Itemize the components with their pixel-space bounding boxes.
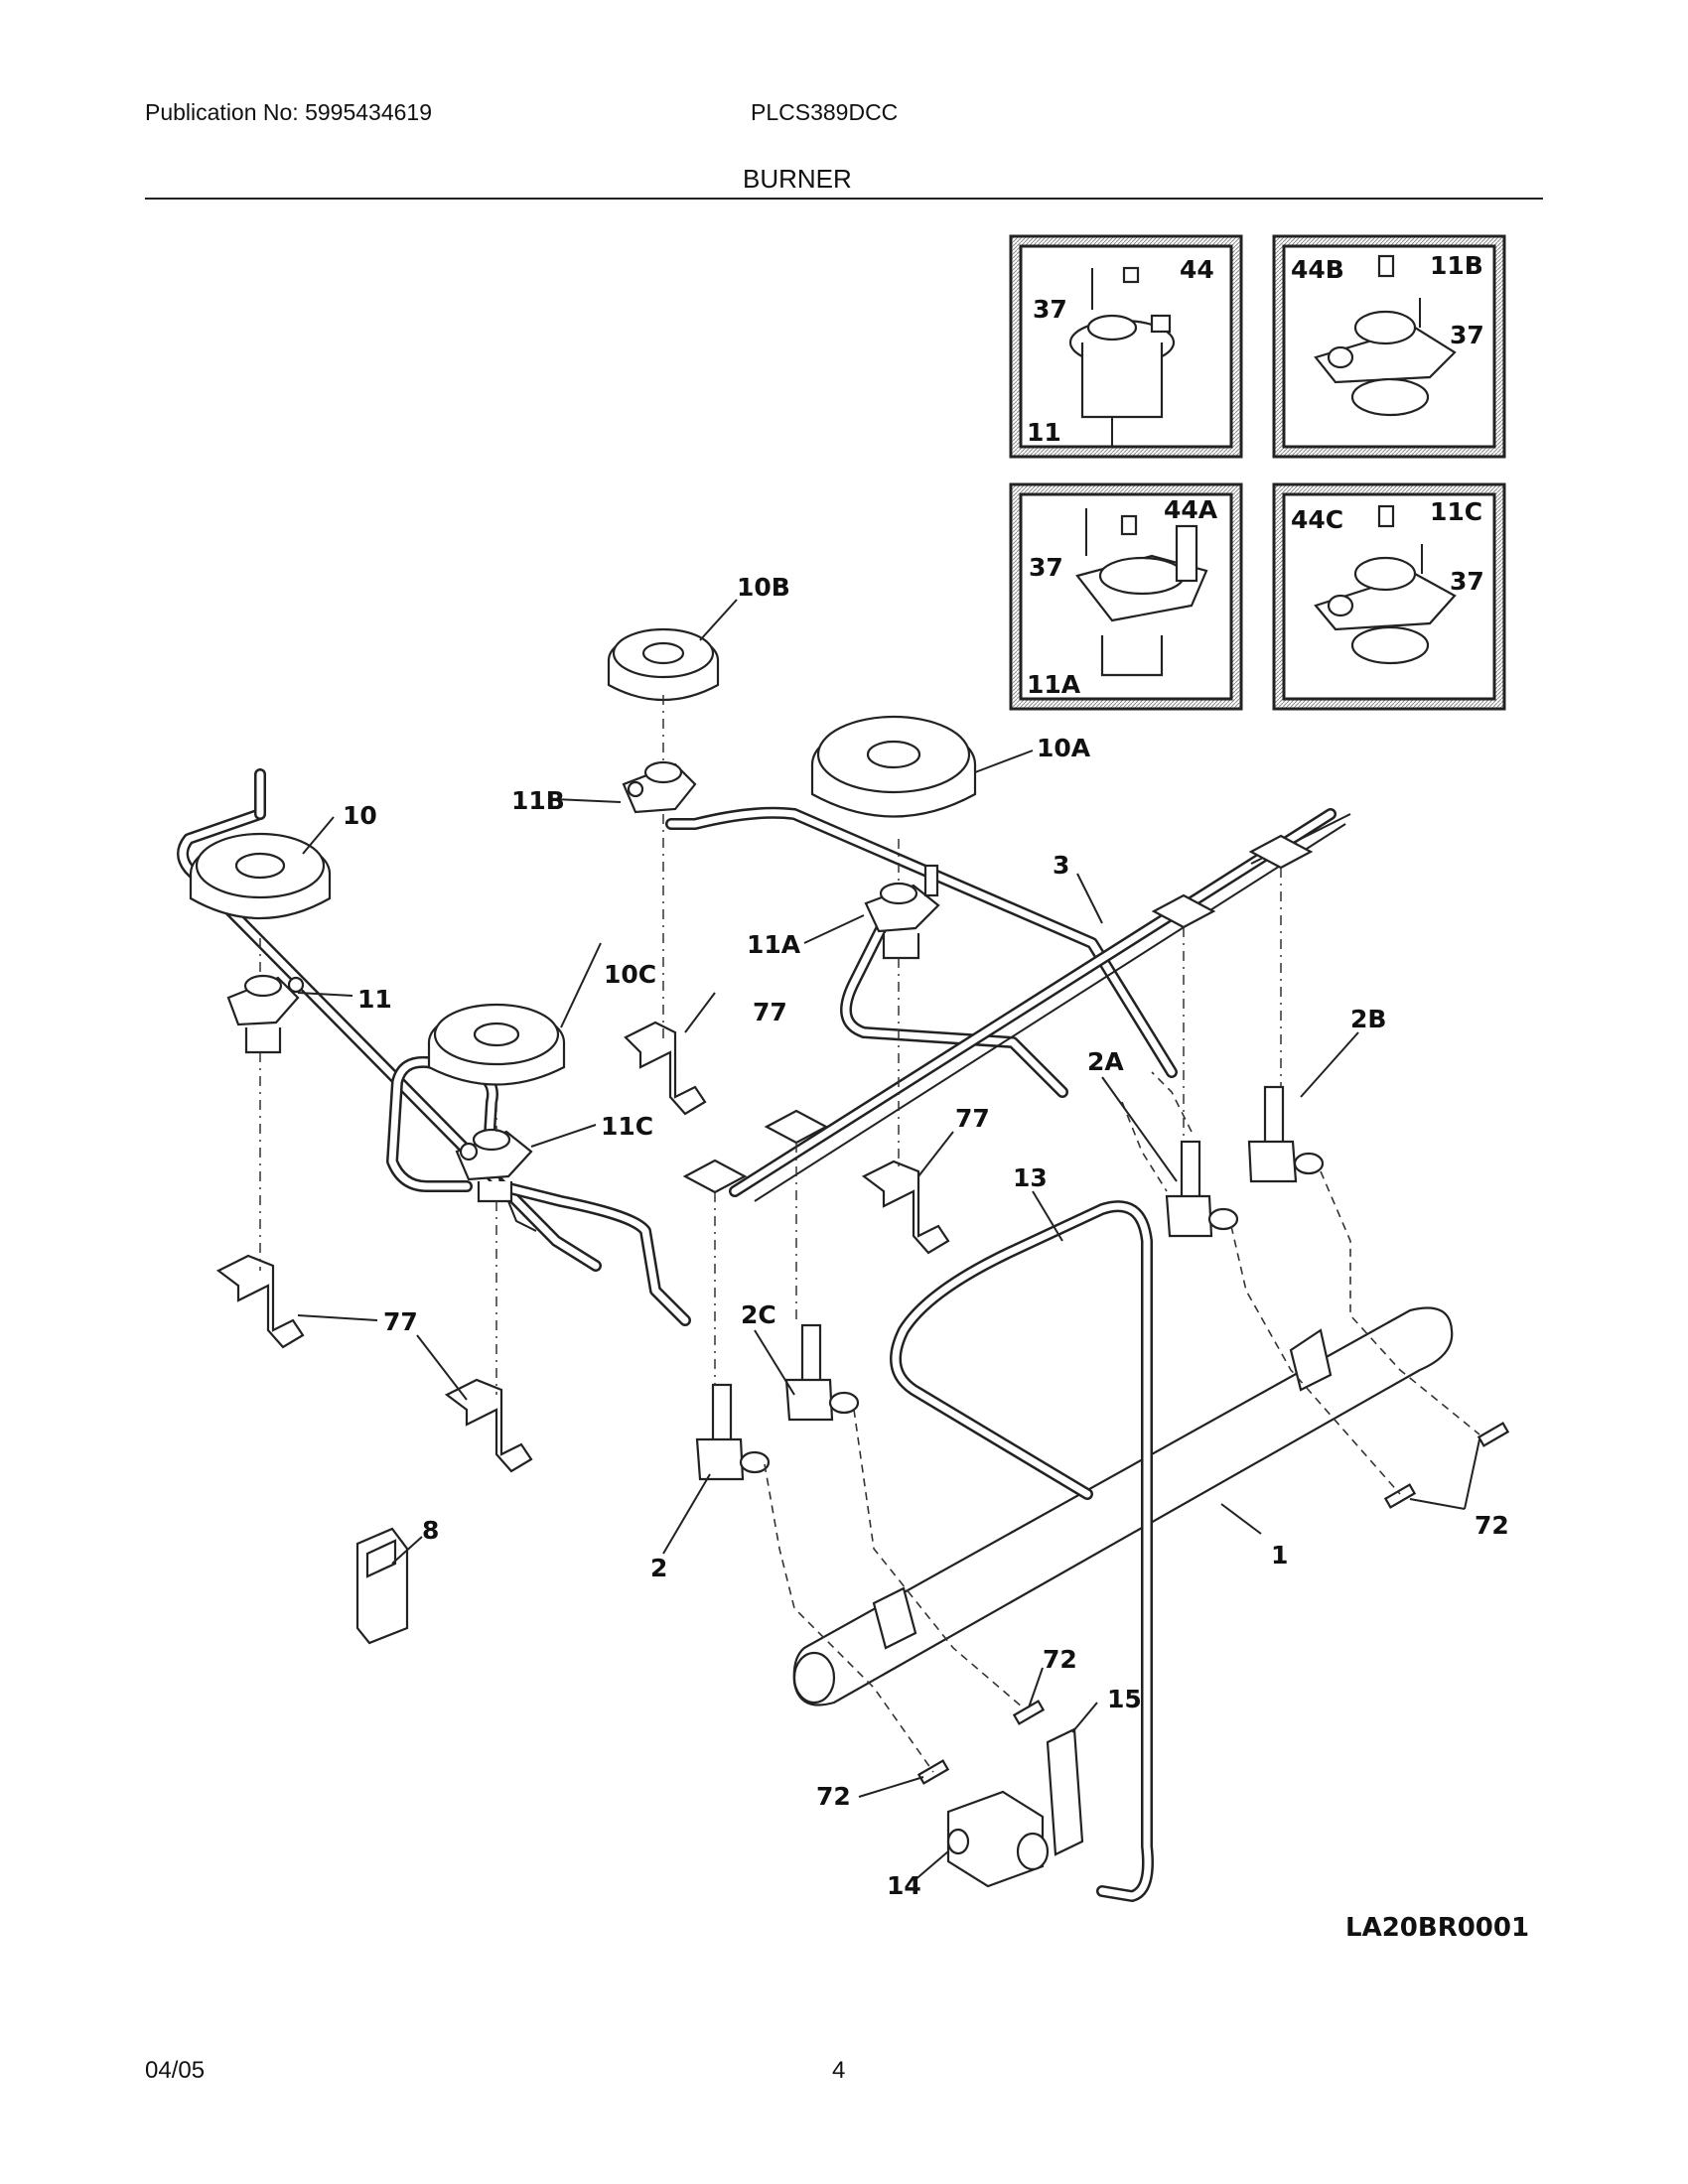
callout-2a: 2A: [1087, 1047, 1124, 1076]
valve-2a: [1165, 1140, 1239, 1238]
callout-11a: 11A: [747, 930, 801, 959]
callout-10: 10: [343, 801, 377, 830]
callout-13: 13: [1013, 1163, 1048, 1192]
callout-10c: 10C: [604, 960, 656, 989]
diagram-code: LA20BR0001: [1345, 1913, 1529, 1943]
regulator-14: [946, 1790, 1050, 1888]
tube-clamps: [682, 834, 1314, 1194]
callout-77-a: 77: [753, 998, 787, 1026]
part-8: [355, 1527, 409, 1645]
burner-base-11: [226, 974, 305, 1054]
publication-number: Publication No: 5995434619: [145, 99, 433, 125]
callout-72-b: 72: [816, 1782, 851, 1811]
callout-11b: 11B: [511, 786, 565, 815]
inset-11c-label-11c: 11C: [1430, 497, 1482, 526]
callout-1: 1: [1271, 1541, 1288, 1570]
burner-base-11b: [622, 760, 697, 814]
callout-72-c: 72: [1475, 1511, 1509, 1540]
callout-2b: 2B: [1350, 1005, 1386, 1033]
callout-11c: 11C: [601, 1112, 653, 1141]
burner-head-10a: [810, 715, 977, 818]
callout-15: 15: [1107, 1685, 1142, 1713]
inset-11a-label-11a: 11A: [1027, 670, 1081, 699]
footer-page-number: 4: [832, 2057, 846, 2084]
callout-77-c: 77: [383, 1307, 418, 1336]
footer-date: 04/05: [145, 2057, 206, 2084]
bracket-15: [1046, 1727, 1084, 1856]
inset-11c-label-44c: 44C: [1291, 505, 1343, 534]
leader-lines: [297, 599, 1480, 1882]
inset-11b-label-37: 37: [1450, 321, 1484, 349]
inset-burner-11c: 44C 11C 37: [1272, 482, 1506, 711]
inset-11c-label-37: 37: [1450, 567, 1484, 596]
inset-burner-11: 44 37 11: [1009, 234, 1243, 459]
section-title: BURNER: [743, 164, 852, 194]
inset-11-label-37: 37: [1033, 295, 1067, 324]
brackets-77: [215, 1021, 950, 1473]
callout-10a: 10A: [1037, 734, 1091, 762]
valve-2c: [784, 1323, 860, 1422]
inset-11-label-44: 44: [1180, 255, 1214, 284]
callout-2: 2: [650, 1554, 667, 1582]
supply-tube-13: [890, 1200, 1154, 1902]
callout-77-b: 77: [955, 1104, 990, 1133]
burner-head-10b: [607, 627, 720, 701]
inset-burner-11a: 44A 37 11A: [1009, 482, 1243, 711]
callout-3: 3: [1053, 851, 1069, 880]
callout-10b: 10B: [737, 573, 790, 602]
burner-head-10c: [427, 1003, 566, 1086]
callout-2c: 2C: [741, 1300, 776, 1329]
model-number: PLCS389DCC: [751, 99, 899, 125]
inset-11a-label-37: 37: [1029, 553, 1063, 582]
valve-2b: [1247, 1085, 1325, 1183]
burner-base-11c: [455, 1128, 533, 1203]
header-divider: [145, 198, 1543, 200]
callout-8: 8: [422, 1516, 439, 1545]
callout-11: 11: [357, 985, 392, 1014]
gas-tubes: [177, 768, 1351, 1326]
inset-11b-label-44b: 44B: [1291, 255, 1344, 284]
callout-14: 14: [887, 1871, 921, 1900]
valve-2: [695, 1383, 771, 1481]
callout-72-a: 72: [1043, 1645, 1077, 1674]
burner-head-10: [189, 832, 332, 919]
inset-11b-label-11b: 11B: [1430, 251, 1483, 280]
burner-base-11a: [864, 864, 940, 960]
inset-burner-11b: 44B 11B 37: [1272, 234, 1506, 459]
manifold-1: [792, 1306, 1454, 1706]
inset-11-label-11: 11: [1027, 418, 1061, 447]
inset-11a-label-44a: 44A: [1164, 495, 1218, 524]
callout-labels: 10B 10A 10 10C 11B 11A 11 11C 3 2B 2A 2C…: [343, 573, 1529, 1943]
alignment-lines: [259, 695, 1480, 1773]
